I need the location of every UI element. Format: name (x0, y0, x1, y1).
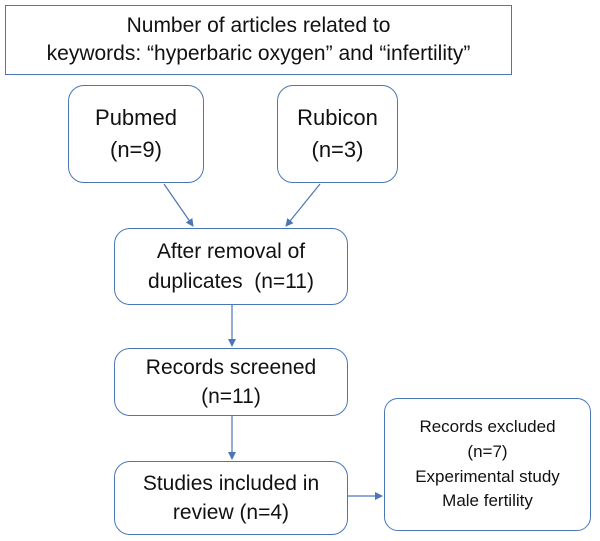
records-excluded-box: Records excluded (n=7) Experimental stud… (384, 398, 591, 531)
rubicon-count: (n=3) (311, 137, 364, 162)
studies-included-box: Studies included in review (n=4) (114, 461, 348, 535)
deduplication-line-2: duplicates (n=11) (148, 269, 314, 293)
header-line-1: Number of articles related to (126, 13, 391, 37)
rubicon-label: Rubicon (297, 105, 378, 131)
pubmed-source-box: Pubmed (n=9) (68, 85, 204, 183)
screened-line-1: Records screened (145, 355, 317, 379)
excluded-line-3: Experimental study (415, 466, 560, 486)
records-screened-box: Records screened (n=11) (114, 348, 348, 416)
arrow-rubicon-to-dedup (285, 183, 321, 227)
deduplication-box: After removal of duplicates (n=11) (114, 228, 348, 305)
rubicon-source-box: Rubicon (n=3) (277, 85, 398, 183)
included-line-2: review (n=4) (172, 501, 290, 524)
header-box: Number of articles related to keywords: … (5, 5, 512, 75)
pubmed-count: (n=9) (110, 137, 162, 162)
deduplication-line-1: After removal of (156, 240, 306, 264)
screened-line-2: (n=11) (201, 385, 261, 408)
excluded-line-2: (n=7) (467, 441, 508, 461)
excluded-line-1: Records excluded (419, 417, 556, 437)
excluded-line-4: Male fertility (442, 491, 533, 511)
pubmed-label: Pubmed (95, 105, 177, 131)
header-line-2: keywords: “hyperbaric oxygen” and “infer… (46, 42, 471, 65)
arrow-pubmed-to-dedup (163, 183, 194, 227)
included-line-1: Studies included in (142, 471, 320, 495)
